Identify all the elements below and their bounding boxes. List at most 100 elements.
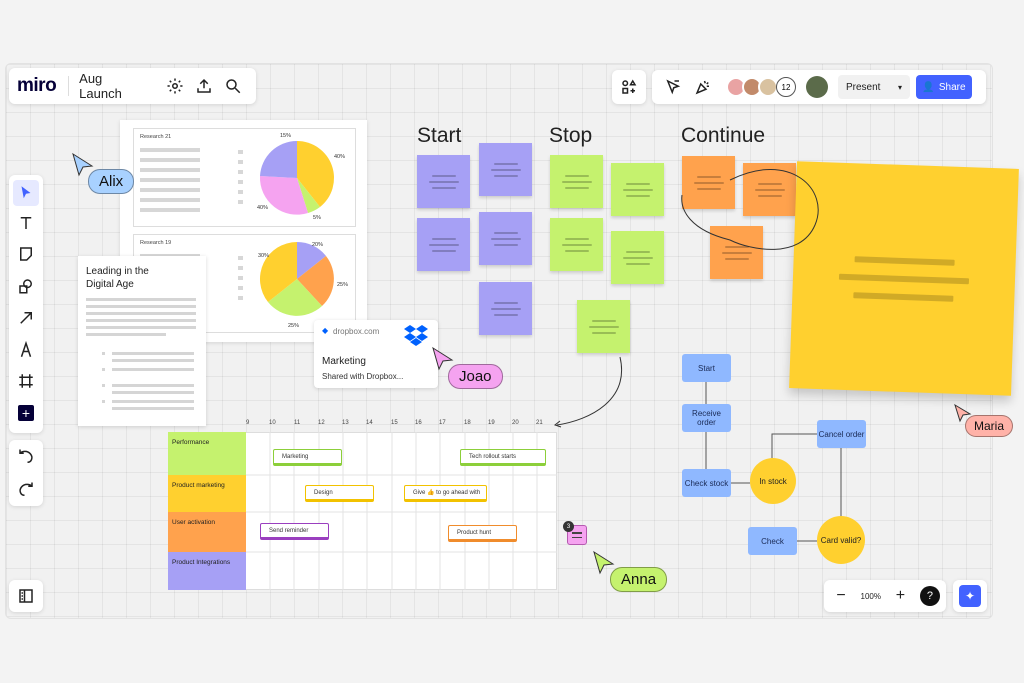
sticky-note[interactable] xyxy=(577,300,630,353)
shapes-tool-icon[interactable] xyxy=(11,271,41,301)
gantt-task-send-reminder[interactable]: Send reminder xyxy=(260,523,329,540)
gantt-row-label: Product marketing xyxy=(172,482,225,489)
apps-panel xyxy=(612,70,646,104)
dropbox-title: Marketing xyxy=(322,356,366,367)
zoom-level[interactable]: 100% xyxy=(860,591,881,601)
gantt-task-give-go[interactable]: Give 👍 to go ahead with xyxy=(404,485,487,502)
present-button[interactable]: Present ▾ xyxy=(838,75,910,99)
board-panel-toggle xyxy=(9,580,43,612)
redo-icon[interactable] xyxy=(11,475,41,505)
sticky-note[interactable] xyxy=(611,163,664,216)
tools-toolbar: + xyxy=(9,175,43,433)
upload-icon[interactable] xyxy=(190,71,219,101)
flow-card-valid[interactable]: Card valid? xyxy=(817,516,865,564)
research-a-title: Research 21 xyxy=(140,134,172,140)
present-label: Present xyxy=(846,81,881,93)
cursor-label-anna: Anna xyxy=(610,567,668,592)
pie-b-label: 20% xyxy=(312,242,324,248)
gantt-row-label: Performance xyxy=(172,439,210,446)
start-heading: Start xyxy=(417,124,462,147)
share-label: Share xyxy=(938,81,966,93)
gantt-tick: 20 xyxy=(512,420,519,426)
board-title[interactable]: Aug Launch xyxy=(79,71,122,101)
pie-b-label: 25% xyxy=(288,323,300,329)
gantt-tick: 15 xyxy=(391,420,398,426)
sticky-note[interactable] xyxy=(550,155,603,208)
history-toolbar xyxy=(9,440,43,506)
flow-in-stock[interactable]: In stock xyxy=(750,458,796,504)
share-button[interactable]: 👤 Share xyxy=(916,75,972,99)
cursor-label-alix: Alix xyxy=(88,169,135,194)
minus-icon[interactable]: − xyxy=(836,587,846,604)
text-icon[interactable] xyxy=(11,208,41,238)
gantt-row-label: User activation xyxy=(172,519,215,526)
sticky-note[interactable] xyxy=(550,218,603,271)
gantt-row-label: Product Integrations xyxy=(172,559,231,566)
gantt-tick: 17 xyxy=(439,420,446,426)
avatar[interactable] xyxy=(806,76,828,98)
sticky-note-icon[interactable] xyxy=(11,239,41,269)
divider xyxy=(68,76,70,96)
pie-chart-a xyxy=(259,140,335,215)
dropbox-icon xyxy=(404,325,428,346)
gantt-task-product-hunt[interactable]: Product hunt xyxy=(448,525,517,542)
cursor-icon[interactable] xyxy=(658,72,688,102)
pie-b-label: 25% xyxy=(337,282,349,288)
sticky-note[interactable] xyxy=(611,231,664,284)
dropbox-subtitle: Shared with Dropbox... xyxy=(322,372,404,381)
document-card[interactable] xyxy=(78,256,206,426)
flow-cancel-order[interactable]: Cancel order xyxy=(817,420,866,448)
search-icon[interactable] xyxy=(219,71,248,101)
zoom-controls: − 100% + ? xyxy=(824,580,946,612)
pen-icon[interactable] xyxy=(11,335,41,365)
collaborator-count[interactable]: 12 xyxy=(776,77,796,97)
help-icon[interactable]: ? xyxy=(919,586,940,606)
chevron-down-icon: ▾ xyxy=(897,82,902,92)
dropbox-card[interactable] xyxy=(314,320,438,388)
flow-check[interactable]: Check xyxy=(748,527,797,555)
gantt-tick: 10 xyxy=(269,420,276,426)
collab-toolbar: 12 Present ▾ 👤 Share xyxy=(652,70,986,104)
gantt-tick: 16 xyxy=(415,420,422,426)
ai-assist: ✦ xyxy=(953,580,987,612)
gantt-tick: 9 xyxy=(246,420,250,426)
plus-icon[interactable]: + xyxy=(895,587,906,604)
sticky-note[interactable] xyxy=(417,218,470,271)
select-icon[interactable] xyxy=(13,179,39,206)
flow-start[interactable]: Start xyxy=(682,354,731,382)
document-title: Digital Age xyxy=(86,279,134,290)
sticky-note[interactable] xyxy=(710,226,763,279)
gantt-task-marketing[interactable]: Marketing xyxy=(273,449,342,466)
arrow-icon[interactable] xyxy=(11,303,41,333)
dropbox-icon: ◆ xyxy=(322,326,329,335)
gantt-task-design[interactable]: Design xyxy=(305,485,374,502)
gantt-tick: 11 xyxy=(294,420,301,426)
gantt-tick: 19 xyxy=(488,420,495,426)
gantt-tick: 18 xyxy=(464,420,471,426)
sticky-note[interactable] xyxy=(479,143,532,196)
sticky-note[interactable] xyxy=(479,282,532,335)
flow-check-stock[interactable]: Check stock xyxy=(682,469,731,497)
gantt-task-tech-rollout[interactable]: Tech rollout starts xyxy=(460,449,546,466)
settings-icon[interactable] xyxy=(161,71,190,101)
reaction-icon[interactable] xyxy=(688,72,718,102)
sticky-note[interactable] xyxy=(682,156,735,209)
sticky-note[interactable] xyxy=(417,155,470,208)
pie-a-label: 40% xyxy=(334,154,346,160)
shapes-icon[interactable] xyxy=(614,72,644,102)
sparkle-icon[interactable]: ✦ xyxy=(959,585,981,607)
user-icon: 👤 xyxy=(922,81,935,93)
sticky-note[interactable] xyxy=(479,212,532,265)
miro-logo[interactable]: miro xyxy=(17,75,57,96)
add-icon[interactable]: + xyxy=(11,398,41,428)
flow-receive-order[interactable]: Receive order xyxy=(682,404,731,432)
panel-icon[interactable] xyxy=(11,581,41,611)
frame-icon[interactable] xyxy=(11,366,41,396)
document-title: Leading in the xyxy=(86,266,149,277)
gantt-tick: 13 xyxy=(342,420,349,426)
pie-chart-b xyxy=(259,241,334,316)
undo-icon[interactable] xyxy=(11,442,41,472)
